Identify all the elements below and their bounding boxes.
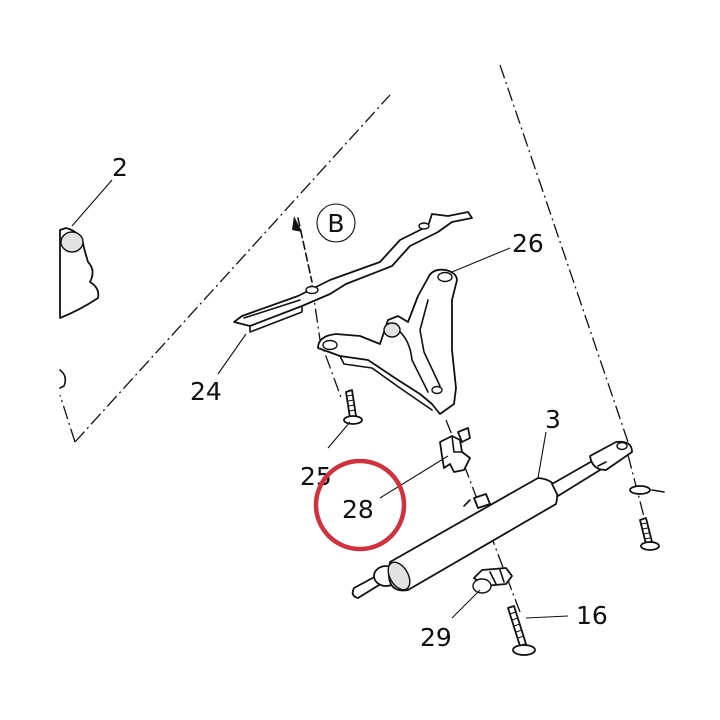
callout-26: 26 xyxy=(512,229,544,258)
leader-24 xyxy=(217,333,247,375)
view-b-label: B xyxy=(327,209,344,238)
boundary-line-right xyxy=(499,64,629,443)
callout-labels: 2 3 16 24 25 26 28 29 xyxy=(112,153,608,652)
callout-2: 2 xyxy=(112,153,128,182)
part-24-bracket-plate xyxy=(233,211,473,333)
part-3-damper xyxy=(351,440,633,599)
callout-24: 24 xyxy=(190,377,222,406)
part-26-y-bracket xyxy=(317,268,458,415)
view-b-arrow: B xyxy=(292,203,356,283)
callout-28: 28 xyxy=(342,495,374,524)
highlight-ring xyxy=(313,458,407,552)
leader-29 xyxy=(451,589,481,619)
leader-25 xyxy=(327,421,351,449)
right-screw-assembly xyxy=(629,485,665,551)
leader-16 xyxy=(525,615,569,619)
callout-3: 3 xyxy=(545,405,561,434)
part-28-clip xyxy=(439,427,471,473)
leader-3 xyxy=(537,431,547,479)
view-b-circle xyxy=(316,203,356,243)
callout-29: 29 xyxy=(420,623,452,652)
axis-line-screw-16 xyxy=(445,419,521,613)
leader-28 xyxy=(379,455,449,499)
leader-2 xyxy=(71,179,113,227)
part-16-screw xyxy=(507,605,536,656)
leader-26 xyxy=(451,247,511,273)
part-25-screw xyxy=(343,389,363,425)
boundary-line-left xyxy=(74,94,391,443)
part-2-bushing xyxy=(59,227,100,389)
callout-16: 16 xyxy=(576,601,608,630)
leader-lines xyxy=(71,179,569,619)
boundary-line-left-lower xyxy=(59,394,76,443)
part-29-fitting xyxy=(472,567,513,594)
